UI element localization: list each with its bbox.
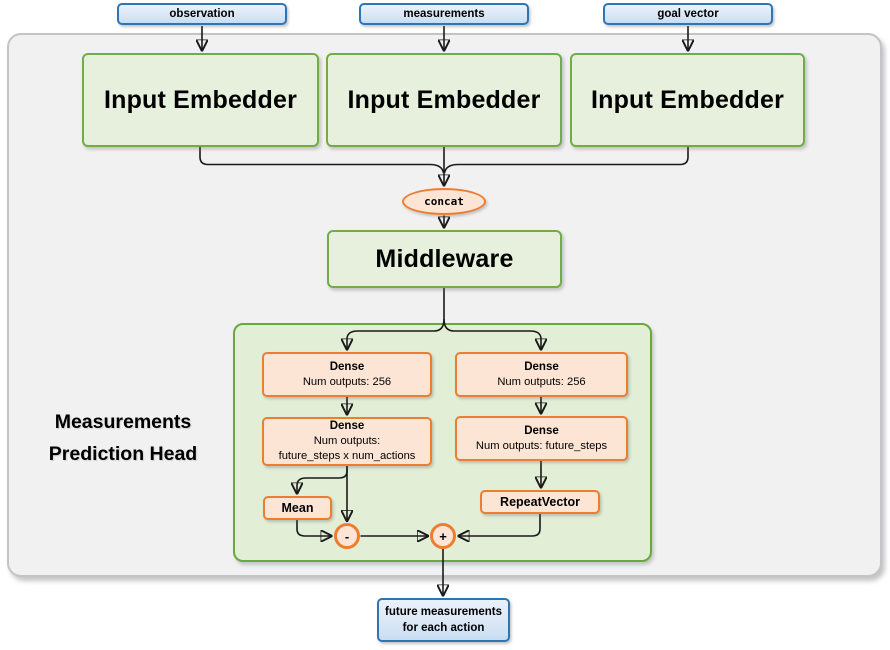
dense-title: Dense [524,424,559,437]
input-box-goal-vector: goal vector [603,3,773,25]
input-label: measurements [403,7,485,20]
embedder-label: Input Embedder [590,85,785,114]
dense-title: Dense [524,360,559,373]
add-label: + [439,528,447,544]
middleware-label: Middleware [375,244,514,273]
dense-right-1: Dense Num outputs: 256 [455,352,628,397]
dense-subtitle: Num outputs: future_steps [475,439,608,452]
add-node: + [430,523,456,549]
embedder-label: Input Embedder [103,85,298,114]
input-label: observation [169,7,235,20]
mean-label: Mean [281,501,314,515]
concat-label: concat [424,195,464,208]
input-box-observation: observation [117,3,287,25]
input-box-measurements: measurements [359,3,529,25]
output-box-future-measurements: future measurements for each action [377,598,510,642]
dense-left-2: Dense Num outputs: future_steps x num_ac… [262,417,432,466]
repeat-vector-node: RepeatVector [480,490,600,514]
concat-node: concat [402,188,486,215]
dense-title: Dense [329,420,365,432]
head-title: Measurements Prediction Head [48,411,198,465]
dense-right-2: Dense Num outputs: future_steps [455,416,628,461]
dense-subtitle: Num outputs: 256 [497,375,586,388]
dense-title: Dense [329,360,365,373]
dense-left-1: Dense Num outputs: 256 [262,352,432,397]
input-embedder-observation: Input Embedder [82,53,319,147]
input-label: goal vector [657,7,719,20]
output-label-line1: future measurements [385,606,502,618]
middleware-node: Middleware [327,230,562,288]
input-embedder-measurements: Input Embedder [326,53,562,147]
dense-subtitle: Num outputs: 256 [302,375,392,388]
input-embedder-goal-vector: Input Embedder [570,53,805,147]
subtract-label: - [344,528,350,544]
embedder-label: Input Embedder [347,85,541,114]
output-label-line2: for each action [402,622,485,634]
mean-node: Mean [263,496,332,520]
dense-subtitle: future_steps x num_actions [278,450,416,462]
subtract-node: - [334,523,360,549]
dense-subtitle: Num outputs: [313,435,381,447]
repeat-vector-label: RepeatVector [500,495,580,509]
